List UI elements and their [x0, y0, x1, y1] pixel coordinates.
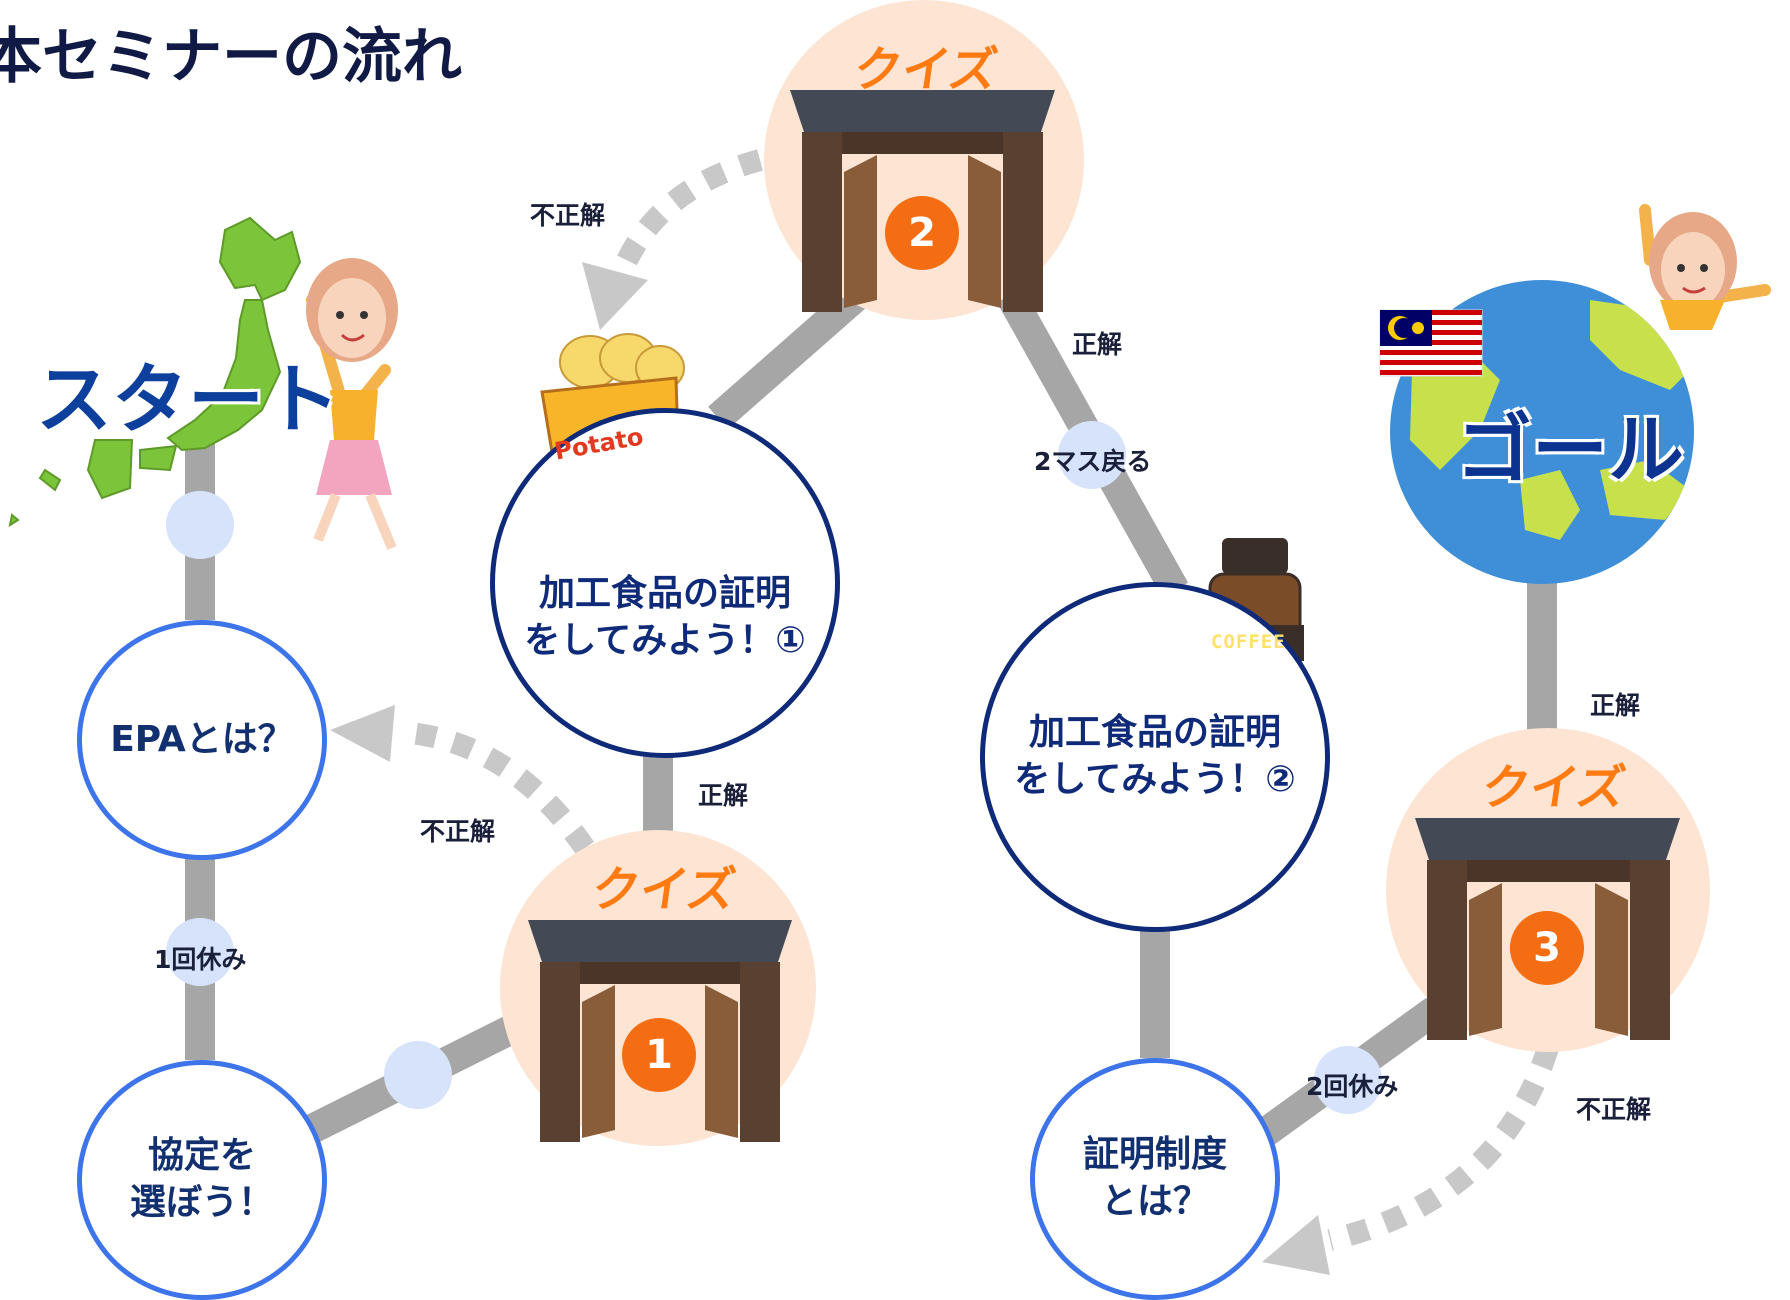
node-certification: 証明制度 とは？: [1030, 1058, 1280, 1300]
woman-start-icon: [306, 258, 398, 550]
page-title: 本セミナーの流れ: [0, 22, 462, 92]
correct-label-3: 正解: [1590, 691, 1641, 720]
node-agreement-line1: 協定を: [147, 1135, 256, 1177]
space-dot: [166, 918, 234, 986]
goal-label: ゴール: [1456, 405, 1684, 494]
node-processed-food-1-line1: 加工食品の証明: [538, 573, 791, 615]
arrowhead-bottom: [1262, 1215, 1330, 1275]
back-2-label: 2マス戻る: [1034, 447, 1152, 476]
node-epa: EPAとは？: [77, 620, 327, 860]
node-processed-food-1: 加工食品の証明 をしてみよう！①: [490, 408, 840, 758]
node-agreement: 協定を 選ぼう！: [77, 1060, 327, 1300]
node-agreement-line2: 選ぼう！: [129, 1182, 274, 1223]
correct-label-2: 正解: [1072, 330, 1123, 359]
space-dot: [1314, 1046, 1382, 1114]
node-processed-food-2-line2: をしてみよう！②: [1014, 759, 1296, 800]
coffee-jar-text: COFFEE: [1211, 631, 1286, 653]
quiz-1-number: 1: [622, 1018, 696, 1092]
space-dots: [166, 421, 1382, 1114]
rest-2-label: 2回休み: [1306, 1072, 1399, 1101]
quiz-2-number: 2: [885, 196, 959, 270]
space-dot: [1058, 421, 1126, 489]
gate-1-icon: [528, 920, 792, 1142]
quiz-1-label: クイズ: [588, 862, 739, 918]
correct-label-1: 正解: [698, 781, 749, 810]
incorrect-label-1: 不正解: [420, 817, 496, 846]
space-dot: [166, 491, 234, 559]
incorrect-label-2: 不正解: [530, 201, 606, 230]
japan-map-icon: [8, 216, 302, 528]
quiz-3-number: 3: [1510, 911, 1584, 985]
arrowhead-left: [330, 705, 395, 762]
space-dot: [384, 1041, 452, 1109]
node-epa-label: EPAとは？: [110, 718, 294, 760]
quiz-3-label: クイズ: [1478, 760, 1629, 816]
incorrect-arrows: [399, 149, 1559, 1251]
arrowheads: [330, 262, 1330, 1275]
gate-3-icon: [1415, 818, 1680, 1040]
quiz-2-label: クイズ: [850, 42, 1001, 98]
node-certification-line2: とは？: [1100, 1181, 1209, 1222]
path-lines: [185, 283, 1557, 1148]
start-label: スタート: [36, 355, 340, 444]
incorrect-label-3: 不正解: [1576, 1095, 1652, 1124]
node-processed-food-2-line1: 加工食品の証明: [1028, 712, 1281, 754]
node-processed-food-2: 加工食品の証明 をしてみよう！②: [980, 582, 1330, 932]
rest-1-label: 1回休み: [154, 945, 247, 974]
gate-2-icon: [790, 90, 1055, 312]
woman-goal-icon: [1639, 204, 1771, 330]
node-certification-line1: 証明制度: [1082, 1134, 1227, 1176]
arrowhead-down: [582, 262, 648, 330]
malaysia-flag-icon: [1379, 309, 1483, 377]
node-processed-food-1-line2: をしてみよう！①: [524, 620, 806, 661]
